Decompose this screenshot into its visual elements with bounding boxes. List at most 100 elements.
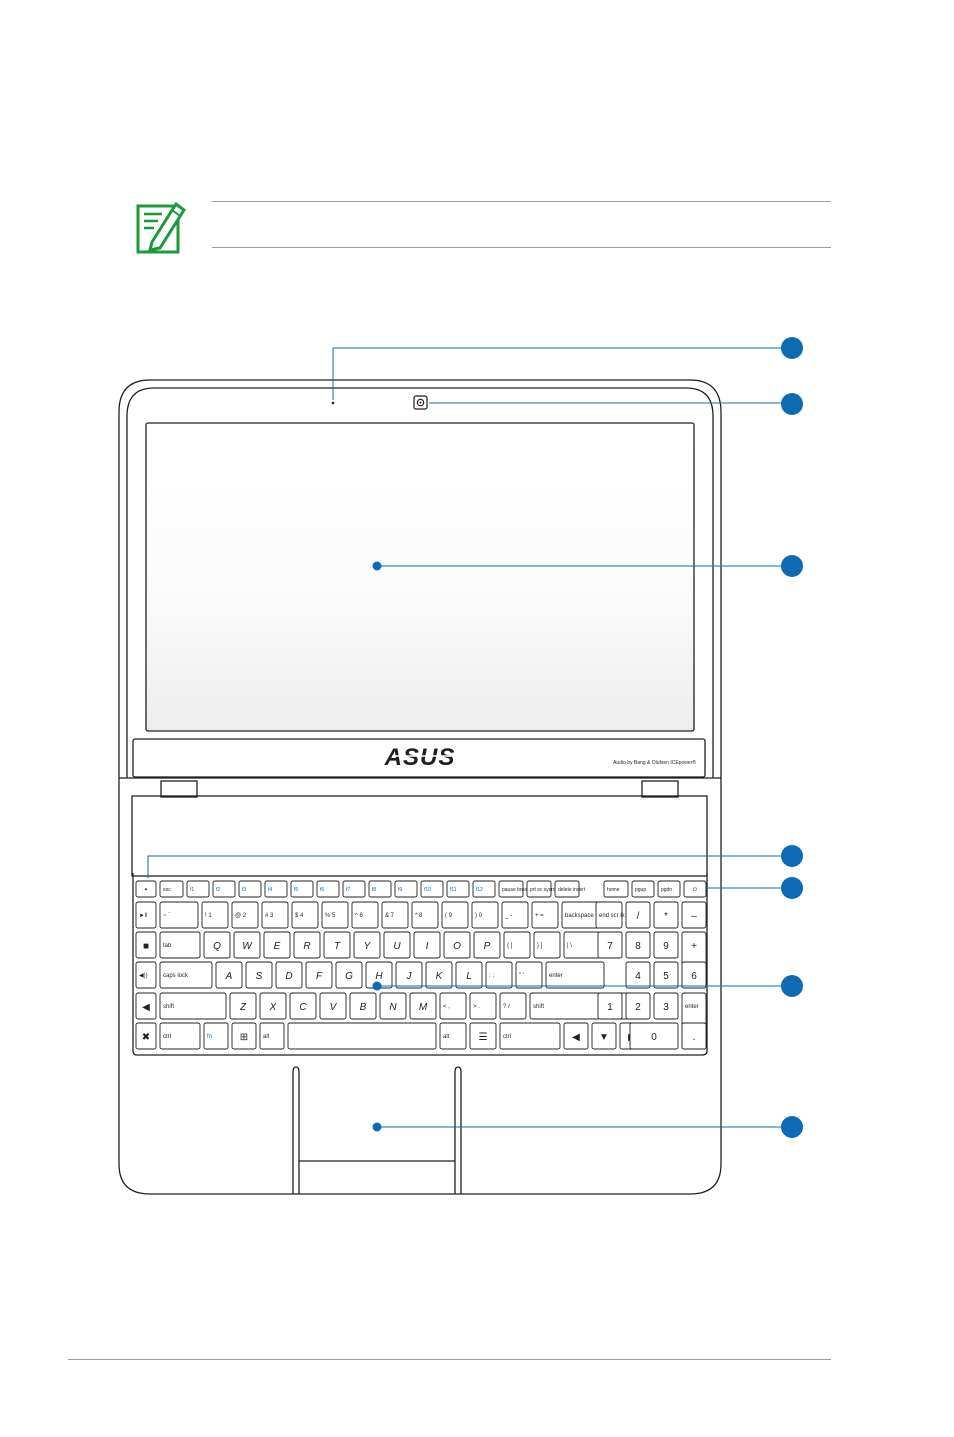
key-label: & 7 xyxy=(385,913,395,919)
footer-rule xyxy=(68,1359,831,1360)
key-label: F xyxy=(316,971,323,982)
callout-marker-flight-mode-key xyxy=(781,845,803,867)
key-label: ■ xyxy=(143,941,149,952)
callout-dot-keyboard xyxy=(372,981,382,991)
keyboard-key: W xyxy=(233,931,261,959)
keyboard-key: C xyxy=(289,992,317,1020)
key-label: $ 4 xyxy=(295,913,304,919)
key-label: * 8 xyxy=(415,913,423,919)
keyboard-key: ▼ xyxy=(591,1022,617,1050)
keyboard-key: – xyxy=(681,901,707,929)
keyboard-key: pgdn xyxy=(657,880,681,898)
keyboard-key: 5 xyxy=(653,961,679,989)
key-label: ◀)) xyxy=(139,973,148,979)
key-label: ◀ xyxy=(572,1032,580,1043)
keyboard-key: ⊞ xyxy=(231,1022,257,1050)
key-label: tab xyxy=(163,943,172,949)
key-label: f4 xyxy=(268,887,272,893)
keyboard-key: T xyxy=(323,931,351,959)
key-label: > . xyxy=(473,1004,480,1010)
keyboard-key: < , xyxy=(439,992,467,1020)
key-label: pgdn xyxy=(661,887,672,893)
keyboard-key: S xyxy=(245,961,273,989)
keyboard-key: D xyxy=(275,961,303,989)
key-label: U xyxy=(393,941,401,952)
key-label: f9 xyxy=(398,887,402,893)
keyboard-key: alt xyxy=(439,1022,467,1050)
keyboard-key: # 3 xyxy=(261,901,289,929)
keyboard-key: ✖ xyxy=(135,1022,157,1050)
key-label: Q xyxy=(213,941,221,952)
key-label: enter xyxy=(685,1004,699,1010)
key-label: backspace xyxy=(565,913,594,919)
keyboard-key: caps lock xyxy=(159,961,213,989)
keyboard-key: pause break xyxy=(498,880,530,898)
key-label: f7 xyxy=(346,887,350,893)
keyboard-key: ☰ xyxy=(469,1022,497,1050)
key-label: R xyxy=(303,941,310,952)
key-label: ) 0 xyxy=(475,913,483,919)
keyboard-key: A xyxy=(215,961,243,989)
keyboard-key: R xyxy=(293,931,321,959)
keyboard-key: 8 xyxy=(625,931,651,959)
keyboard-key: * 8 xyxy=(411,901,439,929)
callout-leader-flight-mode-key xyxy=(147,855,792,878)
camera-icon xyxy=(413,395,428,410)
key-label: ( 9 xyxy=(445,913,453,919)
key-label: * xyxy=(664,911,668,922)
key-label: f11 xyxy=(450,887,457,893)
keyboard-key: enter xyxy=(545,961,605,989)
key-label: ☰ xyxy=(479,1032,488,1043)
callout-marker-display-panel xyxy=(781,555,803,577)
key-label: f12 xyxy=(476,887,483,893)
key-label: prt sc sysrq xyxy=(530,887,556,893)
key-label: f3 xyxy=(242,887,246,893)
key-label: V xyxy=(330,1002,338,1013)
keyboard-key: f1 xyxy=(186,880,210,898)
keyboard-key: ◀)) xyxy=(135,961,157,989)
keyboard-key: ctrl xyxy=(159,1022,201,1050)
key-label: + = xyxy=(535,913,544,919)
key-label: W xyxy=(242,941,253,952)
key-label: f6 xyxy=(320,887,324,893)
key-label: O xyxy=(453,941,461,952)
key-label: S xyxy=(256,971,263,982)
keyboard-key: home xyxy=(603,880,629,898)
keyboard-key: & 7 xyxy=(381,901,409,929)
keyboard-key: f6 xyxy=(316,880,340,898)
keyboard-key: 2 xyxy=(625,992,651,1020)
keyboard-key: f4 xyxy=(264,880,288,898)
keyboard-key: Q xyxy=(203,931,231,959)
keyboard-key: { [ xyxy=(503,931,531,959)
key-label: ~ ` xyxy=(163,913,170,919)
callout-group xyxy=(147,337,803,1138)
touchpad xyxy=(292,1066,462,1194)
keyboard-key: shift xyxy=(529,992,601,1020)
keyboard-key: fn xyxy=(203,1022,229,1050)
key-label: 9 xyxy=(663,941,669,952)
keyboard-key: * xyxy=(653,901,679,929)
key-label: 8 xyxy=(635,941,641,952)
key-label: ✖ xyxy=(142,1032,150,1043)
key-label: pgup xyxy=(635,887,646,893)
key-label: + xyxy=(691,941,697,952)
key-label: X xyxy=(269,1002,277,1013)
keyboard-key: K xyxy=(425,961,453,989)
key-label: ^ 6 xyxy=(355,913,363,919)
key-label: < , xyxy=(443,1004,450,1010)
key-label: caps lock xyxy=(163,973,189,979)
key-label: 2 xyxy=(635,1002,641,1013)
keyboard-key: f3 xyxy=(238,880,262,898)
key-label: alt xyxy=(443,1034,450,1040)
key-label: shift xyxy=(163,1004,174,1010)
keyboard-key: 1 xyxy=(597,992,623,1020)
keyboard-key: _ - xyxy=(501,901,529,929)
key-label: f1 xyxy=(190,887,194,893)
key-label: shift xyxy=(533,1004,544,1010)
key-label: ▼ xyxy=(599,1032,609,1043)
key-label: K xyxy=(436,971,444,982)
keyboard-key: H xyxy=(365,961,393,989)
keyboard-key: f9 xyxy=(394,880,418,898)
keyboard-key: ✦ xyxy=(135,880,157,898)
